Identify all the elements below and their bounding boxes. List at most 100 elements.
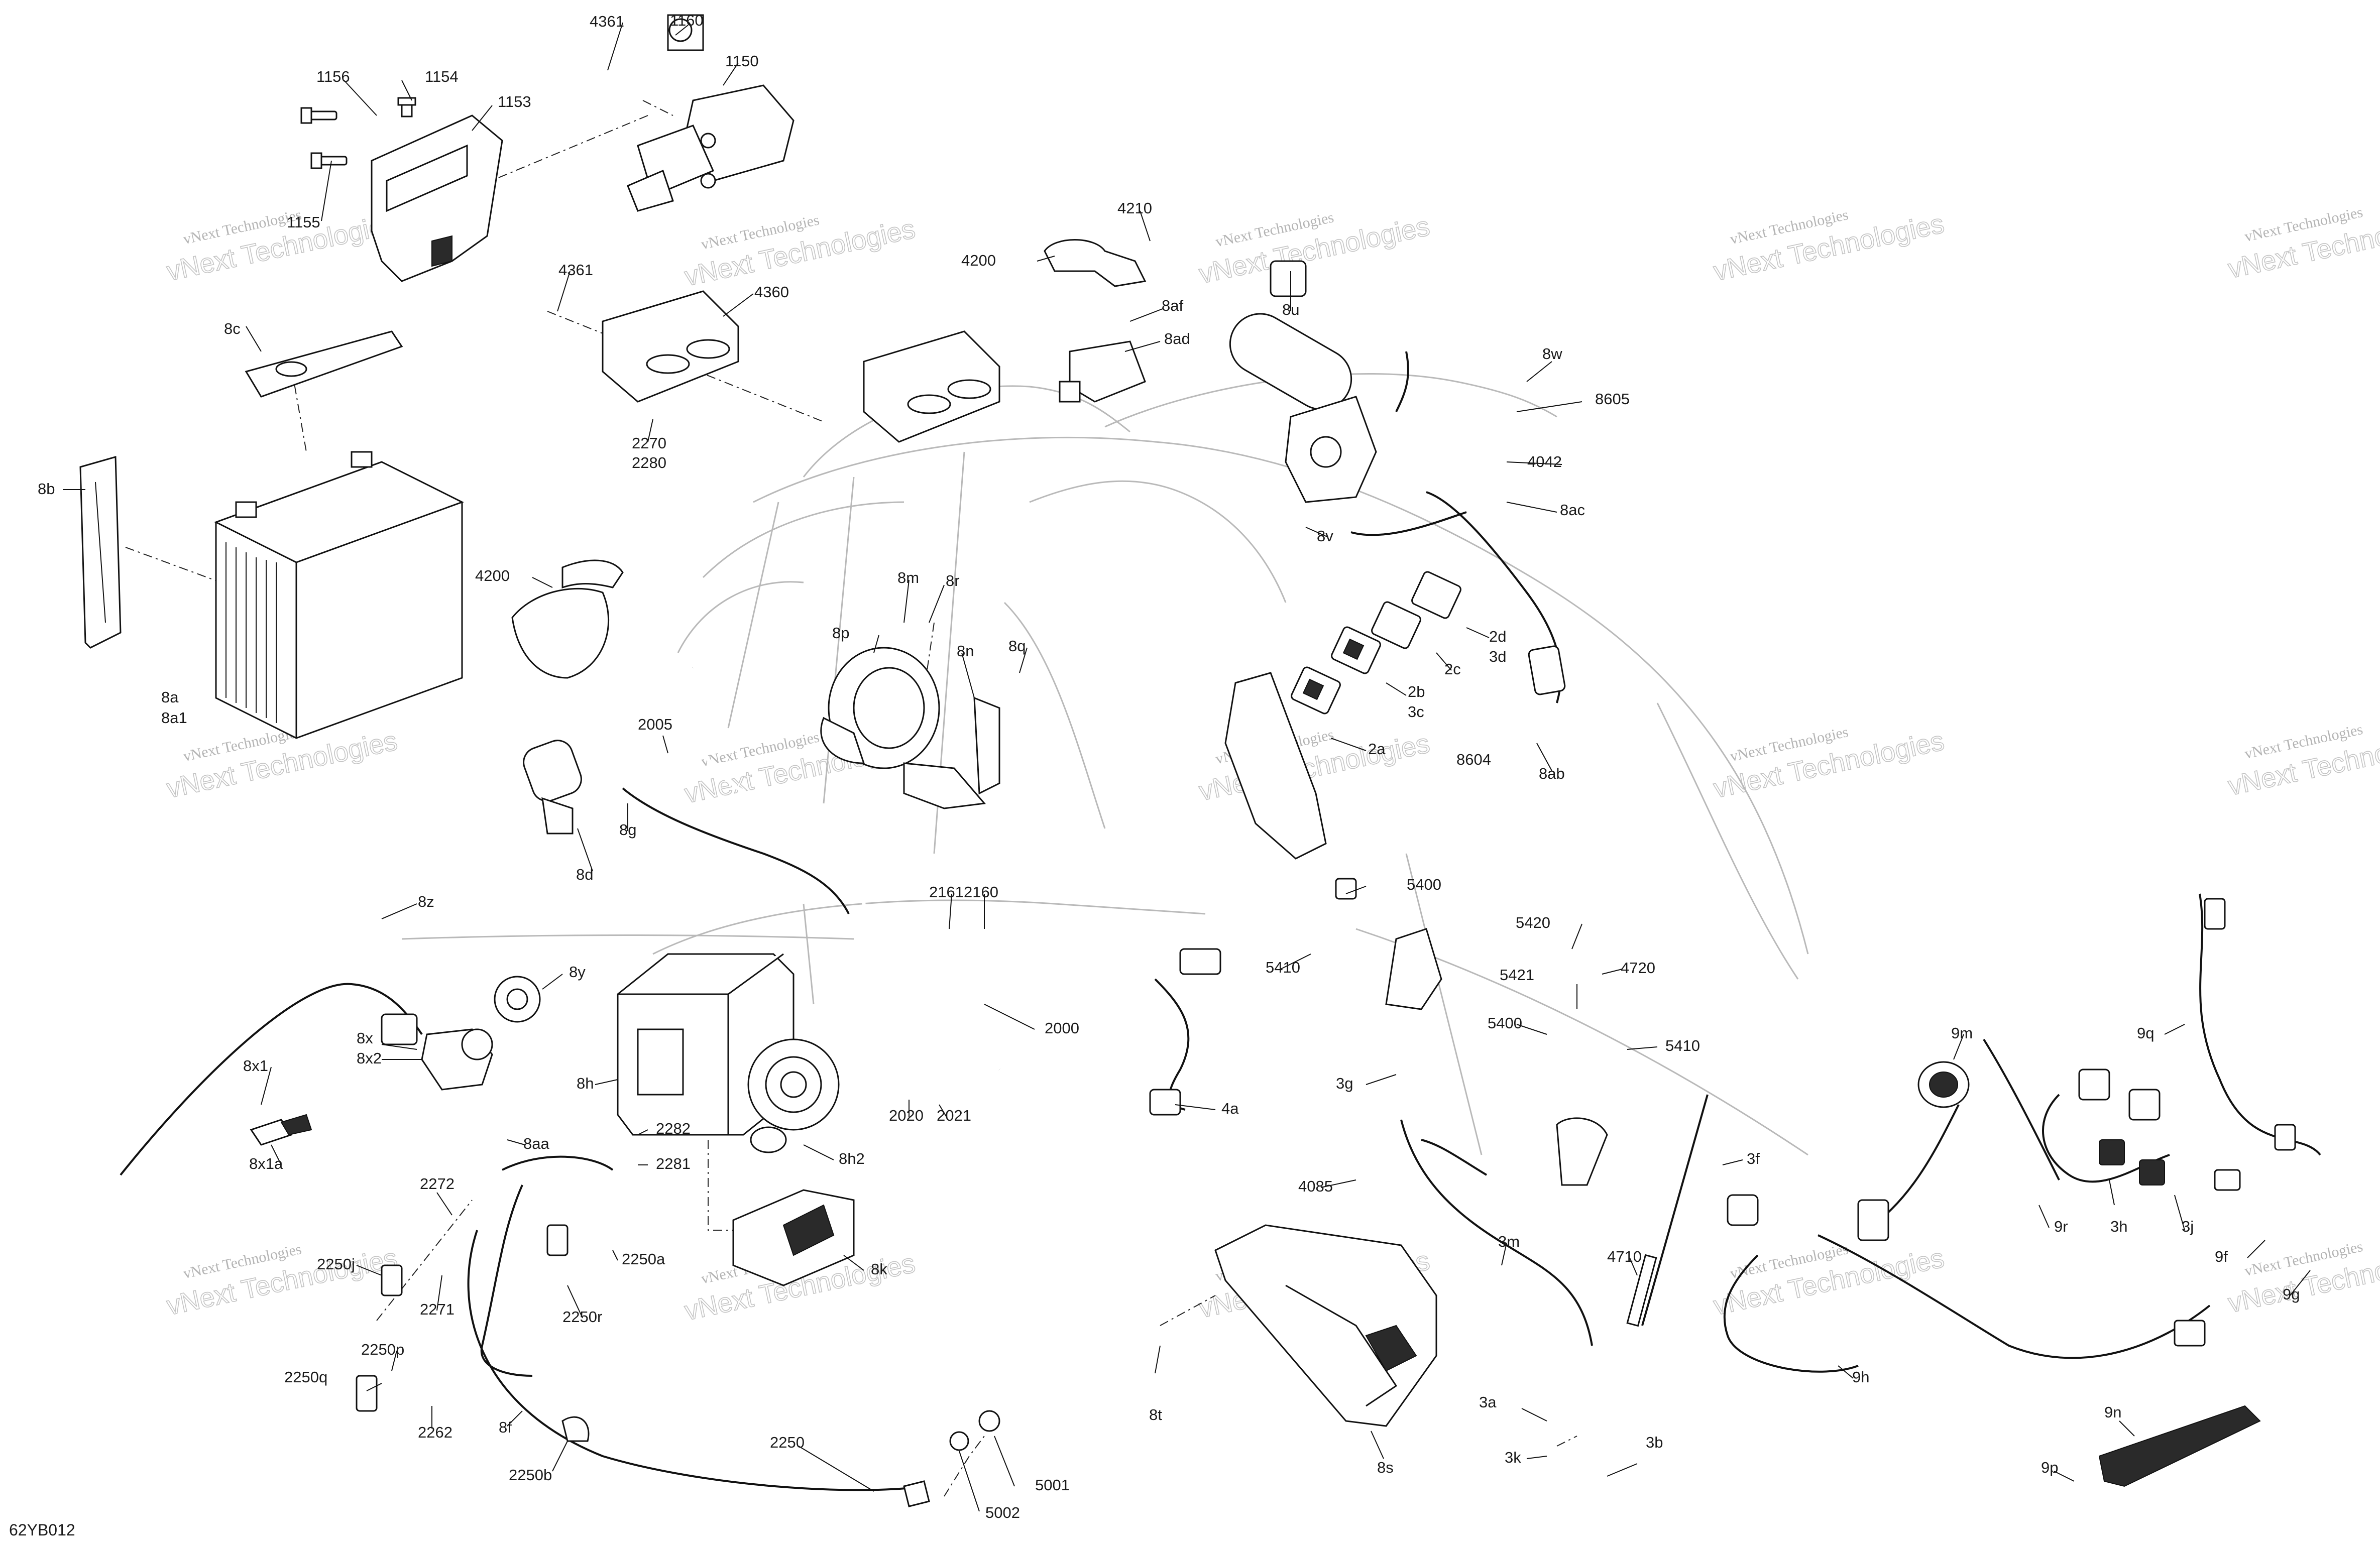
- callout-label: 8x1: [243, 1057, 268, 1075]
- callout-label: 8604: [1456, 751, 1491, 768]
- callout-label: 8x2: [357, 1049, 382, 1067]
- switch: [1331, 626, 1381, 674]
- battery: [214, 451, 464, 739]
- callout-label: 8u: [1282, 301, 1299, 318]
- callout-label: 8w: [1542, 345, 1562, 363]
- bolt: [300, 107, 337, 124]
- callout-label: 3m: [1498, 1233, 1520, 1250]
- callout-label: 8p: [832, 624, 849, 642]
- callout-label: 9n: [2104, 1403, 2121, 1421]
- starter-solenoid: [523, 740, 582, 835]
- ecu-mounting-bracket: [371, 114, 503, 282]
- connector: [2204, 898, 2226, 930]
- callout-label: 2b: [1408, 683, 1425, 700]
- callout-label: 1155: [287, 213, 320, 231]
- callout-label: 2281: [656, 1155, 691, 1172]
- callout-label: 2270: [632, 434, 666, 452]
- fuse-box: [1214, 1224, 1437, 1427]
- connector: [2078, 1069, 2110, 1101]
- callout-label: 1156: [316, 68, 350, 85]
- callout-label: 8q: [1008, 637, 1026, 655]
- callout-label: 5400: [1407, 876, 1441, 893]
- callout-label: 9p: [2041, 1459, 2058, 1476]
- actuator-motor: [1229, 260, 1377, 503]
- callout-label: 9h: [1852, 1368, 1869, 1386]
- callout-label: 3f: [1747, 1150, 1760, 1167]
- bolt: [310, 152, 348, 169]
- connector: [1857, 1199, 1889, 1241]
- callout-label: 9g: [2283, 1285, 2300, 1303]
- callout-label: 3j: [2182, 1218, 2194, 1235]
- switch-panel: [1224, 672, 1327, 860]
- callout-label: 4710: [1607, 1248, 1642, 1265]
- callout-label: 2250j: [317, 1255, 355, 1273]
- callout-label: 4360: [754, 283, 789, 301]
- switch: [1411, 571, 1461, 619]
- callout-labels: 4361 1160 1150 1156 1154 1153 1155 4361 …: [38, 12, 2300, 1521]
- relay-box: [863, 330, 1000, 443]
- callout-label: 4085: [1298, 1177, 1333, 1195]
- callout-label: 8x1a: [249, 1155, 283, 1172]
- callout-label: 4361: [590, 13, 624, 30]
- callout-label: 3b: [1646, 1434, 1663, 1451]
- callout-label: 1153: [498, 93, 531, 110]
- callout-label: 9r: [2054, 1218, 2068, 1235]
- antenna: [1626, 1094, 1709, 1327]
- wire-clip: [1044, 239, 1147, 287]
- key: [250, 1114, 312, 1146]
- callout-label: 2c: [1444, 660, 1461, 678]
- connector: [2128, 1089, 2161, 1121]
- connector: [2174, 1320, 2206, 1347]
- callout-label: 8z: [418, 893, 434, 910]
- callout-label: 2d: [1489, 628, 1506, 645]
- callout-label: 4210: [1117, 199, 1152, 217]
- switch: [1291, 666, 1341, 715]
- terminal-cover: [511, 559, 624, 679]
- callout-label: 8r: [946, 572, 960, 589]
- callout-label: 8c: [224, 320, 241, 337]
- callout-label: 9m: [1951, 1024, 1973, 1042]
- callout-label: 2282: [656, 1120, 691, 1137]
- callout-label: 2250b: [509, 1466, 552, 1484]
- relay: [381, 1264, 403, 1296]
- callout-label: 2272: [420, 1175, 455, 1193]
- callout-label: 2250p: [361, 1341, 404, 1358]
- callout-label: 8f: [499, 1418, 512, 1436]
- callout-label: 5420: [1516, 914, 1550, 931]
- sensor: [1059, 340, 1146, 403]
- callout-label: 4361: [558, 261, 593, 279]
- callout-label: 8x: [357, 1029, 373, 1047]
- callout-label: 3h: [2110, 1218, 2127, 1235]
- connector: [2214, 1169, 2241, 1191]
- leader-lines: [63, 22, 2311, 1512]
- abs-bracket: [732, 1189, 855, 1286]
- callout-label: 8t: [1149, 1406, 1162, 1423]
- screw: [397, 97, 416, 117]
- power-socket: [1917, 1061, 1970, 1108]
- callout-label: 8ad: [1164, 330, 1190, 347]
- parts-layer: [79, 14, 2296, 1507]
- callout-label: 8ac: [1560, 501, 1585, 519]
- callout-label: 4720: [1621, 959, 1655, 977]
- boot: [561, 1416, 590, 1442]
- sensor-connector: [1179, 948, 1221, 975]
- callout-label: 8m: [897, 569, 919, 586]
- callout-label: 1160: [670, 12, 704, 29]
- callout-label: 8aa: [523, 1135, 549, 1152]
- callout-label: 8g: [619, 821, 636, 839]
- callout-label: 2262: [418, 1423, 452, 1441]
- callout-label: 5410: [1665, 1037, 1700, 1054]
- callout-label: 8a1: [161, 709, 187, 727]
- callout-label: 9f: [2215, 1248, 2228, 1265]
- callout-label: 1154: [425, 68, 459, 85]
- callout-label: 8y: [569, 963, 586, 981]
- callout-label: 8af: [1162, 297, 1183, 314]
- fuse-holder: [546, 1224, 569, 1256]
- callout-label: 5421: [1500, 966, 1534, 984]
- callout-label: 5001: [1035, 1476, 1070, 1494]
- callout-label: 8h2: [839, 1150, 865, 1167]
- callout-label: 5410: [1266, 959, 1300, 976]
- callout-label: 8605: [1595, 390, 1630, 408]
- callout-label: 8a: [161, 688, 179, 706]
